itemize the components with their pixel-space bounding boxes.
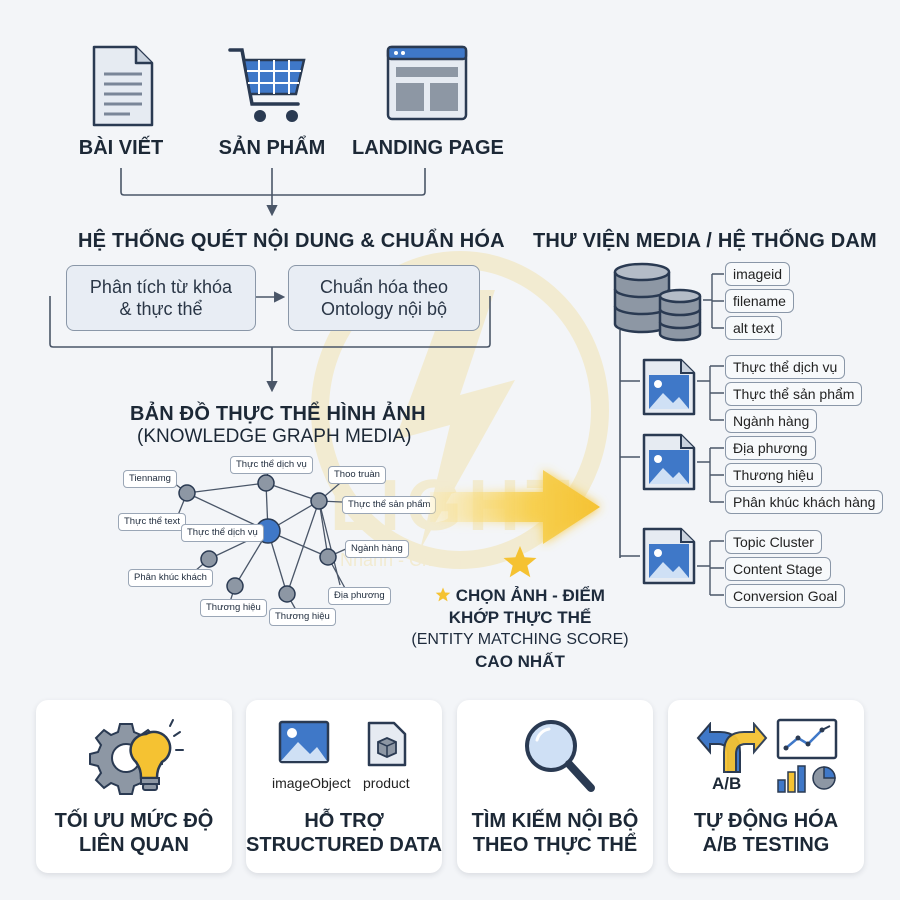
small-star-icon	[435, 587, 451, 602]
ab-icon-label: A/B	[712, 774, 742, 793]
benefit-relevance-line2: LIÊN QUAN	[79, 834, 189, 856]
star-icon	[502, 545, 538, 584]
kg-label-product: Thực thể sản phẩm	[342, 496, 437, 514]
ontology-normalize-box: Chuẩn hóa theo Ontology nội bộ	[288, 265, 480, 331]
keyword-box-line2: & thực thể	[119, 299, 203, 319]
benefit-ab-line1: TỰ ĐỘNG HÓA	[693, 810, 839, 832]
kg-label-text-entity: Thực thể text	[118, 513, 186, 531]
db-field-filename: filename	[725, 289, 794, 313]
benefit-search-title: TÌM KIẾM NỘI BỘ THEO THỰC THỂ	[457, 809, 653, 857]
benefit-structured-line1: HỖ TRỢ	[304, 810, 384, 832]
selection-line1: CHỌN ẢNH - ĐIỂM	[455, 586, 605, 605]
selection-line4: CAO NHẤT	[475, 652, 565, 671]
benefit-card-relevance: TỐI ƯU MỨC ĐỘ LIÊN QUAN	[36, 700, 232, 873]
benefit-search-line2: THEO THỰC THỂ	[472, 834, 638, 856]
source-landing-label: LANDING PAGE	[352, 137, 504, 159]
benefit-relevance-title: TỐI ƯU MỨC ĐỘ LIÊN QUAN	[36, 809, 232, 857]
kg-label-thoo-truan: Thoo truàn	[328, 466, 386, 484]
benefit-card-structured-data: imageObject product HỖ TRỢ STRUCTURED DA…	[246, 700, 442, 873]
selection-arrow	[425, 462, 615, 557]
benefit-relevance-line1: TỐI ƯU MỨC ĐỘ	[54, 810, 214, 832]
entity-tag-industry: Ngành hàng	[725, 409, 818, 433]
scan-system-title: HỆ THỐNG QUÉT NỘI DUNG & CHUẨN HÓA	[78, 230, 505, 252]
search-icon	[519, 714, 599, 803]
benefit-ab-title: TỰ ĐỘNG HÓA A/B TESTING	[668, 809, 864, 857]
image-object-caption: imageObject	[272, 775, 351, 791]
entity-tag-customer-segment: Phân khúc khách hàng	[725, 490, 884, 514]
ontology-box-line2: Ontology nội bộ	[320, 299, 448, 319]
kg-label-customer-segment: Phân khúc khách	[128, 569, 213, 587]
funnel-tag-conversion-goal: Conversion Goal	[725, 584, 846, 608]
bar-chart-icon	[776, 762, 838, 799]
benefit-structured-line2: STRUCTURED DATA	[246, 834, 442, 856]
gear-lightbulb-icon	[88, 718, 184, 803]
benefit-card-ab-testing: A/B TỰ ĐỘNG HÓA A/B TESTING	[668, 700, 864, 873]
source-article-label: BÀI VIẾT	[78, 137, 164, 159]
selection-text: CHỌN ẢNH - ĐIỂM KHỚP THỰC THỂ (ENTITY MA…	[405, 585, 635, 673]
selection-line2: KHỚP THỰC THỂ	[448, 608, 592, 627]
selection-line1-row: CHỌN ẢNH - ĐIỂM	[405, 585, 635, 607]
keyword-entity-analysis-box: Phân tích từ khóa & thực thể	[66, 265, 256, 331]
knowledge-graph-subtitle: (KNOWLEDGE GRAPH MEDIA)	[137, 426, 412, 447]
kg-label-service-top: Thực thể dịch vụ	[230, 456, 313, 474]
kg-label-tiennamg: Tiennamg	[123, 470, 177, 488]
kg-label-location: Địa phương	[328, 587, 391, 605]
media-library-title: THƯ VIỆN MEDIA / HỆ THỐNG DAM	[533, 230, 877, 252]
line-chart-icon	[776, 718, 838, 765]
funnel-tag-content-stage: Content Stage	[725, 557, 831, 581]
shopping-cart-icon	[228, 44, 308, 133]
image-file-icon	[641, 357, 697, 422]
benefit-card-entity-search: TÌM KIẾM NỘI BỘ THEO THỰC THỂ	[457, 700, 653, 873]
benefit-search-line1: TÌM KIẾM NỘI BỘ	[471, 810, 639, 832]
knowledge-graph-title: BẢN ĐỒ THỰC THỂ HÌNH ẢNH	[130, 403, 426, 425]
source-product-label: SẢN PHẨM	[218, 137, 326, 159]
ontology-box-line1: Chuẩn hóa theo	[319, 277, 449, 297]
entity-tag-product: Thực thể sản phẩm	[725, 382, 863, 406]
document-icon	[90, 44, 156, 133]
selection-line3: (ENTITY MATCHING SCORE)	[411, 631, 629, 648]
kg-label-brand-2: Thương hiệu	[269, 608, 336, 626]
entity-tag-service: Thực thể dịch vụ	[725, 355, 846, 379]
image-file-icon	[641, 432, 697, 497]
db-field-alt-text: alt text	[725, 316, 783, 340]
benefit-structured-title: HỖ TRỢ STRUCTURED DATA	[246, 809, 442, 857]
entity-tag-brand: Thương hiệu	[725, 463, 822, 487]
database-icon	[612, 262, 704, 349]
keyword-box-line1: Phân tích từ khóa	[89, 277, 233, 297]
kg-label-industry: Ngành hàng	[345, 540, 409, 558]
kg-label-brand-1: Thương hiệu	[200, 599, 267, 617]
kg-label-service-center: Thực thể dịch vụ	[181, 524, 264, 542]
entity-tag-location: Địa phương	[725, 436, 816, 460]
landing-page-icon	[386, 45, 468, 126]
product-box-icon	[366, 720, 408, 773]
funnel-tag-topic-cluster: Topic Cluster	[725, 530, 822, 554]
db-field-imageid: imageid	[725, 262, 791, 286]
image-object-icon	[278, 720, 330, 771]
watermark-logo	[311, 251, 609, 569]
benefit-ab-line2: A/B TESTING	[702, 834, 830, 856]
product-caption: product	[363, 775, 410, 791]
split-arrows-icon	[696, 721, 768, 779]
image-file-icon	[641, 526, 697, 591]
